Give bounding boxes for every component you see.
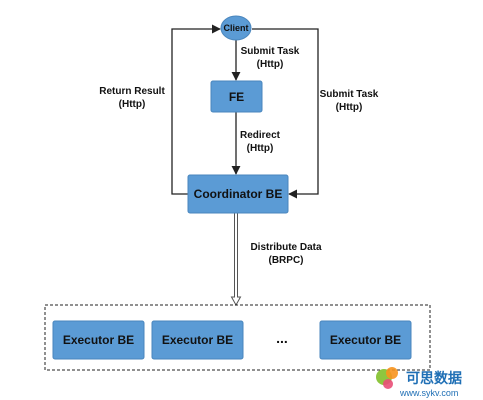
label-submit-task-right-2: (Http) xyxy=(336,102,363,113)
node-executor-3-label: Executor BE xyxy=(330,333,401,347)
label-distribute-2: (BRPC) xyxy=(269,255,304,266)
executors-group xyxy=(44,304,431,371)
label-client-to-fe-1: Submit Task xyxy=(241,46,300,57)
label-return-result-2: (Http) xyxy=(119,99,146,110)
label-redirect-2: (Http) xyxy=(247,143,274,154)
watermark-brand: 可思数据 xyxy=(406,370,462,387)
edge-client-to-coordinator xyxy=(252,28,319,199)
label-redirect-1: Redirect xyxy=(240,130,281,141)
node-client: Client xyxy=(220,15,252,41)
watermark: 可思数据 www.sykv.com xyxy=(376,367,462,398)
node-executor-2-label: Executor BE xyxy=(162,333,233,347)
executors-ellipsis: ... xyxy=(276,330,288,346)
edge-coordinator-to-client xyxy=(171,24,221,195)
node-executor-2: Executor BE xyxy=(151,320,244,360)
node-coordinator-label: Coordinator BE xyxy=(194,187,283,201)
edge-coordinator-to-executors xyxy=(230,212,242,307)
label-client-to-fe-2: (Http) xyxy=(257,59,284,70)
node-executor-1: Executor BE xyxy=(52,320,145,360)
node-coordinator: Coordinator BE xyxy=(187,174,289,214)
node-fe: FE xyxy=(210,80,263,113)
node-client-label: Client xyxy=(223,23,248,33)
node-fe-label: FE xyxy=(229,90,244,104)
label-submit-task-right-1: Submit Task xyxy=(320,89,379,100)
label-distribute-1: Distribute Data xyxy=(250,242,322,253)
label-return-result-1: Return Result xyxy=(99,86,165,97)
watermark-url: www.sykv.com xyxy=(399,388,458,398)
node-executor-3: Executor BE xyxy=(319,320,412,360)
node-executor-1-label: Executor BE xyxy=(63,333,134,347)
